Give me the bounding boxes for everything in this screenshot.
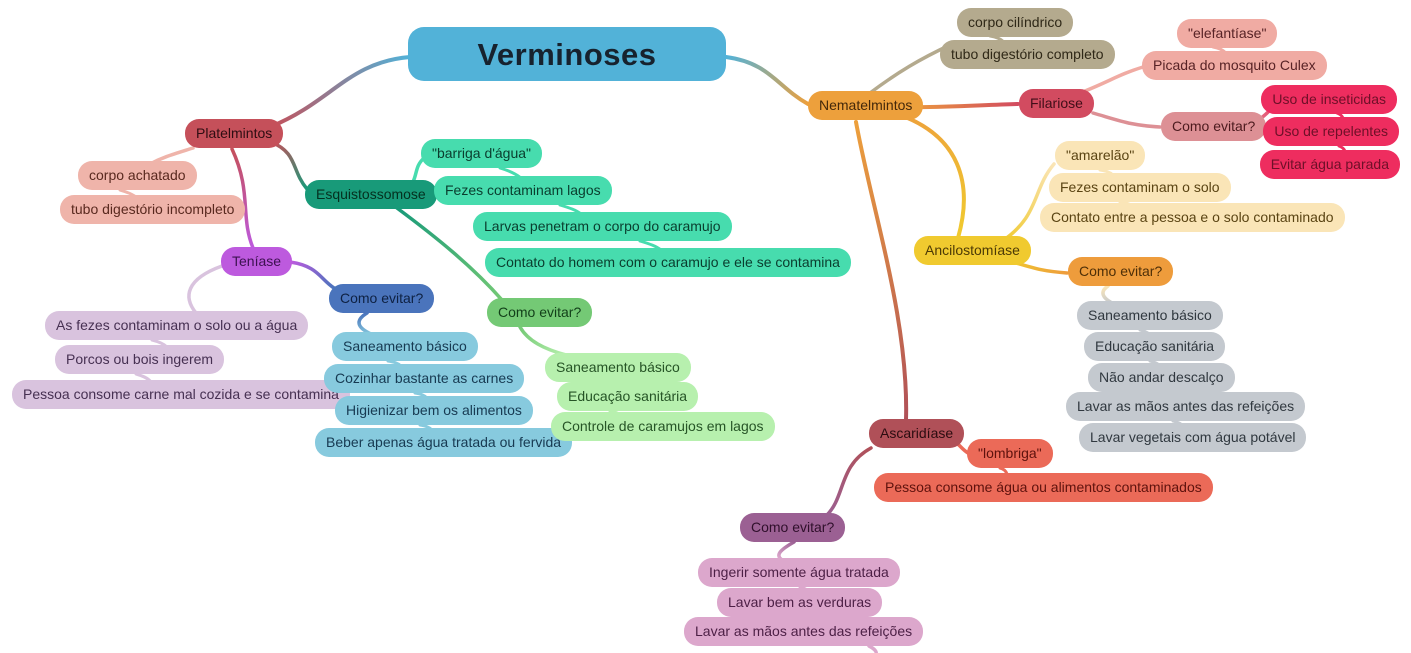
node-fezes_solo_agua[interactable]: As fezes contaminam o solo ou a água [45,311,309,340]
connector-path [1083,65,1145,93]
connector-path [357,311,373,336]
node-descalco[interactable]: Não andar descalço [1088,363,1235,392]
node-contato_homem[interactable]: Contato do homem com o caramujo e ele se… [485,248,851,277]
connector-path [867,644,878,653]
node-lavar_maos_gray[interactable]: Lavar as mãos antes das refeições [1066,392,1306,421]
node-cozinhar[interactable]: Cozinhar bastante as carnes [324,364,525,393]
connector-path [269,140,309,191]
node-tubo_completo[interactable]: tubo digestório completo [940,40,1115,69]
node-lavar_maos_plum[interactable]: Lavar as mãos antes das refeições [684,617,924,646]
node-inseticidas[interactable]: Uso de inseticidas [1261,85,1397,114]
connector-path [288,260,336,290]
node-higienizar[interactable]: Higienizar bem os alimentos [335,396,533,425]
node-evitar_green[interactable]: Como evitar? [487,298,593,327]
node-nematelmintos[interactable]: Nematelmintos [808,91,924,120]
node-evitar_orange[interactable]: Como evitar? [1068,257,1174,286]
connector-path [854,120,909,422]
node-porcos_bois[interactable]: Porcos ou bois ingerem [55,345,225,374]
node-repelentes[interactable]: Uso de repelentes [1263,117,1399,146]
node-lavar_verduras[interactable]: Lavar bem as verduras [717,588,883,617]
node-saneamento_blue[interactable]: Saneamento básico [332,332,478,361]
node-corpo_achatado[interactable]: corpo achatado [78,161,197,190]
connector-path [898,113,966,240]
node-evitar_salmon[interactable]: Como evitar? [1161,112,1267,141]
node-barriga[interactable]: "barriga d'água" [421,139,543,168]
node-evitar_blue[interactable]: Como evitar? [329,284,435,313]
node-esquistossomose[interactable]: Esquistossomose [305,180,437,209]
node-educacao_gray[interactable]: Educação sanitária [1084,332,1226,361]
connector-path [268,55,412,129]
node-ingerir[interactable]: Ingerir somente água tratada [698,558,900,587]
node-lombriga[interactable]: "lombriga" [967,439,1053,468]
node-root[interactable]: Verminoses [408,27,726,81]
node-agua_parada[interactable]: Evitar água parada [1259,150,1400,179]
node-larvas[interactable]: Larvas penetram o corpo do caramujo [473,212,732,241]
connector-path [518,325,568,357]
connector-path [999,162,1056,244]
node-ascaridiase[interactable]: Ascaridíase [869,419,965,448]
node-beber_agua[interactable]: Beber apenas água tratada ou fervida [315,428,573,457]
node-pessoa_agua[interactable]: Pessoa consome água ou alimentos contami… [874,473,1213,502]
connector-path [724,55,810,106]
node-fezes_lagos[interactable]: Fezes contaminam lagos [434,176,612,205]
node-pessoa_carne[interactable]: Pessoa consome carne mal cozida e se con… [12,380,350,409]
node-evitar_mauve[interactable]: Como evitar? [740,513,846,542]
node-amarelao[interactable]: "amarelão" [1055,141,1146,170]
node-elefantiase[interactable]: "elefantíase" [1177,19,1278,48]
connector-path [395,206,504,302]
node-saneamento_gray[interactable]: Saneamento básico [1077,301,1223,330]
node-controle[interactable]: Controle de caramujos em lagos [551,412,775,441]
node-contato_solo[interactable]: Contato entre a pessoa e o solo contamin… [1040,203,1345,232]
node-saneamento_green[interactable]: Saneamento básico [545,353,691,382]
connector-path [824,446,873,518]
node-ancilostomiase[interactable]: Ancilostomíase [914,236,1031,265]
connector-path [230,147,255,250]
node-platelmintos[interactable]: Platelmintos [185,119,284,148]
connector-path [1091,111,1162,129]
node-corpo_cilindrico[interactable]: corpo cilíndrico [957,8,1074,37]
node-tubo_incompleto[interactable]: tubo digestório incompleto [60,195,246,224]
node-educacao_green[interactable]: Educação sanitária [557,382,699,411]
node-filariose[interactable]: Filariose [1019,89,1094,118]
connector-path [187,264,224,315]
node-fezes_solo[interactable]: Fezes contaminam o solo [1049,173,1231,202]
node-teniase[interactable]: Teníase [221,247,293,276]
node-picada[interactable]: Picada do mosquito Culex [1142,51,1327,80]
node-lavar_vegetais[interactable]: Lavar vegetais com água potável [1079,423,1307,452]
connector-path [868,43,952,95]
